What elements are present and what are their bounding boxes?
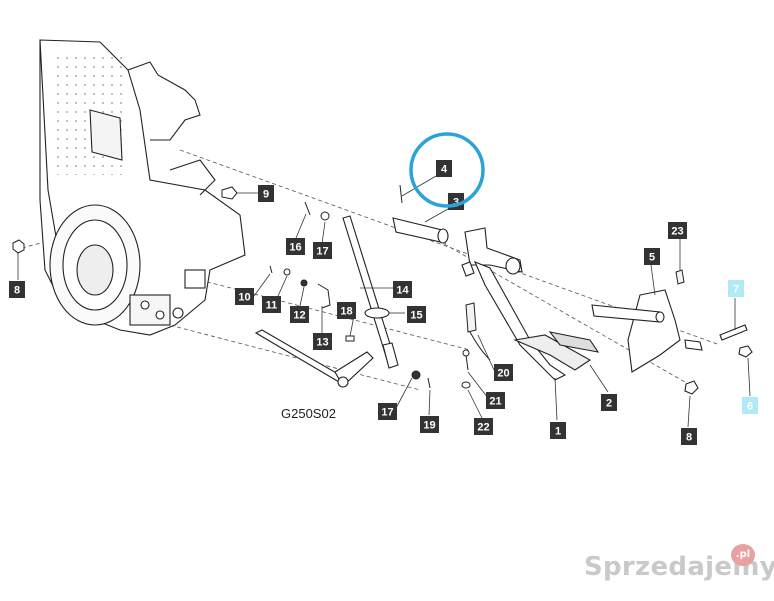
callout-box xyxy=(258,185,274,202)
callout-11: 11 xyxy=(262,296,281,313)
callout-box xyxy=(436,160,452,177)
callout-text: 17 xyxy=(316,246,328,258)
callout-box xyxy=(262,296,281,313)
callout-18: 18 xyxy=(337,302,356,319)
callout-text: 9 xyxy=(263,189,269,201)
callout-box xyxy=(286,238,305,255)
callout-text: 13 xyxy=(316,337,328,349)
callout-text: 1 xyxy=(555,426,561,438)
callout-text: 10 xyxy=(238,292,250,304)
callout-text: 17 xyxy=(381,407,393,419)
bracket-assembly xyxy=(591,289,753,395)
hardware xyxy=(12,184,431,389)
callout-21: 21 xyxy=(486,392,505,409)
callout-9: 9 xyxy=(258,185,274,202)
callout-15: 15 xyxy=(407,306,426,323)
callout-text: 21 xyxy=(489,396,501,408)
callout-17: 17 xyxy=(313,242,332,259)
callout-text: 7 xyxy=(733,284,739,296)
callout-6: 6 xyxy=(742,397,758,414)
callout-text: 22 xyxy=(477,422,489,434)
callout-text: 23 xyxy=(671,226,683,238)
callout-16: 16 xyxy=(286,238,305,255)
callout-text: 8 xyxy=(14,285,20,297)
callout-23: 23 xyxy=(668,222,687,239)
callout-13: 13 xyxy=(313,333,332,350)
callout-box xyxy=(601,394,617,411)
callout-text: 18 xyxy=(340,306,352,318)
callout-text: 12 xyxy=(293,310,305,322)
callout-4: 4 xyxy=(436,160,452,177)
callout-box xyxy=(644,248,660,265)
callout-text: 2 xyxy=(606,398,612,410)
callout-box xyxy=(393,281,412,298)
highlight-circle xyxy=(409,132,485,208)
callout-text: 16 xyxy=(289,242,301,254)
callout-box xyxy=(420,416,439,433)
callout-22: 22 xyxy=(474,418,493,435)
callout-text: 3 xyxy=(453,197,459,209)
callout-box xyxy=(313,333,332,350)
callout-box xyxy=(378,403,397,420)
watermark-badge: .pl xyxy=(731,544,755,566)
callout-text: 4 xyxy=(441,164,448,176)
callout-box xyxy=(290,306,309,323)
callout-box xyxy=(668,222,687,239)
callout-10: 10 xyxy=(235,288,254,305)
callout-2: 2 xyxy=(601,394,617,411)
linkage-rod xyxy=(342,215,399,369)
callout-20: 20 xyxy=(494,364,513,381)
callout-text: 8 xyxy=(686,432,692,444)
shaft-lever xyxy=(254,329,374,388)
callout-8: 8 xyxy=(9,281,25,298)
callout-text: 11 xyxy=(266,300,278,312)
transmission-housing xyxy=(39,39,246,336)
springs xyxy=(461,269,685,389)
callout-box xyxy=(337,302,356,319)
callout-box xyxy=(494,364,513,381)
callout-text: 5 xyxy=(649,252,655,264)
drawing-code: G250S02 xyxy=(281,406,336,421)
callout-8: 8 xyxy=(681,428,697,445)
callout-14: 14 xyxy=(393,281,412,298)
callout-1: 1 xyxy=(550,422,566,439)
callout-box xyxy=(486,392,505,409)
callout-box xyxy=(550,422,566,439)
callout-text: 15 xyxy=(410,310,422,322)
callout-12: 12 xyxy=(290,306,309,323)
callout-box xyxy=(235,288,254,305)
callout-text: 6 xyxy=(747,401,753,413)
pedal-assembly xyxy=(392,217,600,381)
callout-text: 20 xyxy=(497,368,509,380)
callout-17: 17 xyxy=(378,403,397,420)
callout-5: 5 xyxy=(644,248,660,265)
callout-box xyxy=(742,397,758,414)
leader-lines xyxy=(17,175,751,428)
callout-box xyxy=(313,242,332,259)
callout-19: 19 xyxy=(420,416,439,433)
callout-text: 19 xyxy=(423,420,435,432)
callout-box xyxy=(9,281,25,298)
callout-box xyxy=(474,418,493,435)
callout-box xyxy=(728,280,744,297)
callout-box xyxy=(681,428,697,445)
callout-box xyxy=(407,306,426,323)
callout-7: 7 xyxy=(728,280,744,297)
callout-text: 14 xyxy=(396,285,409,297)
